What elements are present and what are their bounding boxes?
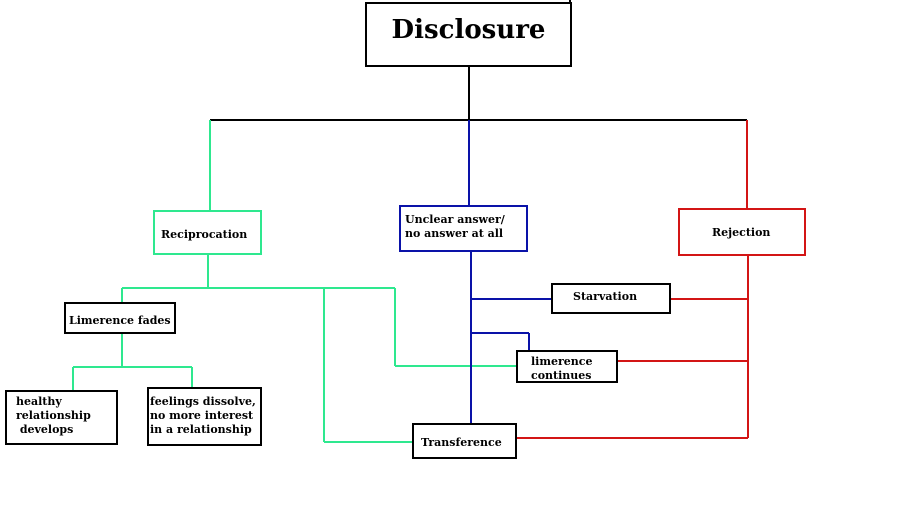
starvation-node: Starvation <box>551 283 671 314</box>
reciprocation-node: Reciprocation <box>153 210 262 255</box>
rejection-node: Rejection <box>678 208 806 256</box>
rejection-connectors <box>516 120 749 439</box>
healthy-relationship-node: healthy relationship develops <box>5 390 118 445</box>
limerence-fades-node: Limerence fades <box>64 302 176 334</box>
unclear-answer-node: Unclear answer/ no answer at all <box>399 205 528 252</box>
feelings-dissolve-node: feelings dissolve, no more interest in a… <box>147 387 262 446</box>
reciprocation-connectors <box>72 120 517 443</box>
transference-node: Transference <box>412 423 517 459</box>
limerence-continues-node: limerence continues <box>516 350 618 383</box>
disclosure-node: Disclosure <box>365 2 572 67</box>
unclear-connectors <box>468 120 552 424</box>
